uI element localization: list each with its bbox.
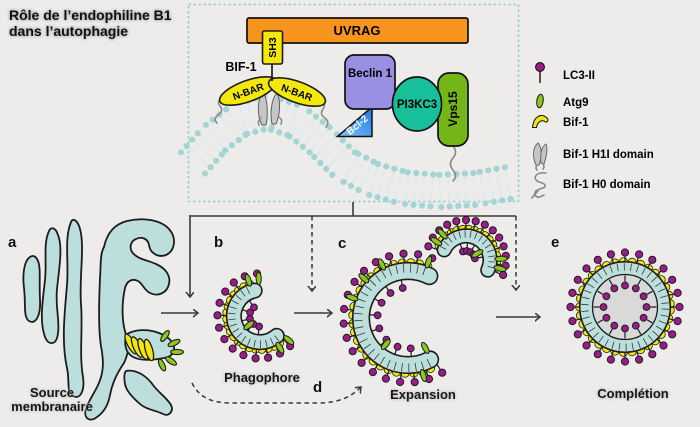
phagophore-cup [213,269,295,363]
pi3kc3-circle [391,76,443,132]
uvrag-label: UVRAG [334,23,381,38]
beclin1-label: Beclin 1 [348,68,393,80]
legend-label-bif1: Bif-1 [563,117,589,129]
legend-item-lc3: LC3-II [535,62,595,83]
bif-1-h1i-squiggles [257,116,283,126]
beclin1-box [344,54,396,110]
stage-letter-d: d [313,379,322,396]
stage-a-label-line2: membranaire [11,399,93,414]
legend-label-h1i: Bif-1 H1I domain [563,149,654,161]
sh3-box [261,30,284,65]
stage-a-label-line1: Source [30,385,74,400]
membrane-blob-branched [84,218,175,421]
stage-letter-e: e [551,234,559,251]
bif1-label: BIF-1 [225,60,256,74]
pi3kc3-label: PI3KC3 [397,99,437,111]
bif-1-icon [531,115,549,129]
membrane-blob-2 [40,227,62,345]
legend: LC3-II Atg9 Bif-1 Bif-1 H1I domain Bif-1… [531,62,654,199]
bif-1-h1i-domains [257,91,283,126]
atg9-cluster [157,329,184,372]
bif-1-n-bar-dimer: N-BAR N-BAR [218,75,327,108]
membrane-blob-lower-arm [123,369,173,416]
legend-item-h1i: Bif-1 H1I domain [533,142,654,171]
membrane-blob-3 [62,218,85,398]
expansion-small-crescent [424,215,510,280]
vps15-label: Vps15 [446,91,460,127]
sh3-label: SH3 [267,37,279,58]
page-title: Rôle de l’endophiline B1 dans l’autophag… [9,7,172,39]
stage-c-label: Expansion [390,387,456,402]
stage-letter-c: c [338,235,346,252]
legend-label-atg9: Atg9 [563,97,589,109]
legend-label-h0: Bif-1 H0 domain [563,179,651,191]
stage-a-source-membrane [22,218,184,421]
interaction-complex-box: N-BAR N-BAR BIF-1 UVRAG SH3 Vps15 Bcl-2 … [177,3,520,211]
bcl2-triangle [335,105,373,138]
completion-autophagosome [566,248,684,366]
legend-item-atg9: Atg9 [536,93,589,109]
stage-letter-b: b [214,234,223,251]
uvrag-box [246,17,469,44]
title-line-1: Rôle de l’endophiline B1 [9,7,172,23]
bif-1-collar [124,333,155,362]
stage-annotations: a b c d e Source membranaire Phagophore … [8,234,669,414]
atg9-icon [536,93,544,109]
dashed-arrow-d [191,382,361,404]
legend-item-h0: Bif-1 H0 domain [531,172,651,199]
stage-letter-a: a [8,234,17,251]
expansion-cup [339,249,447,387]
legend-label-lc3: LC3-II [563,70,595,82]
bif-1-h1i-feather-right [270,92,280,125]
bif-1-h0-domain-left [214,96,224,124]
bif-1-h0-domain-icon [531,172,547,199]
box-connector-line [190,202,516,217]
dashed-box-border [187,3,520,203]
legend-item-bif1: Bif-1 [531,115,589,129]
stage-b-label: Phagophore [224,370,300,385]
title-line-2: dans l’autophagie [9,23,128,39]
vps15-tether-squiggle [449,145,457,182]
lc3-ii-pin-icon [535,62,545,83]
flow-arrows [161,202,540,404]
stage-e-label: Complétion [597,386,669,401]
bif-1-h1i-domain-icon [533,142,548,171]
membrane-blob-1 [22,255,42,323]
n-bar-right-wing [267,76,327,108]
